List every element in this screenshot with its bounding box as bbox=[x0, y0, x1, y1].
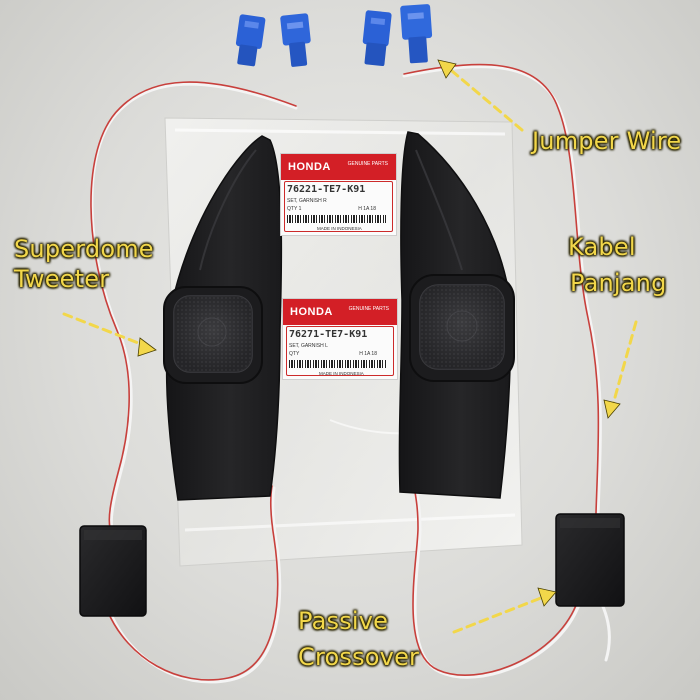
label-qty: QTY bbox=[289, 351, 300, 357]
left-long-wire-white bbox=[90, 82, 298, 532]
connector-4 bbox=[400, 4, 433, 64]
label-part-number: 76271-TE7-K91 bbox=[289, 329, 368, 340]
label-qty: QTY 1 bbox=[287, 206, 302, 212]
blue-connectors bbox=[235, 4, 433, 67]
right-pod-wire-red bbox=[412, 485, 579, 676]
callout-kabel-line1: Kabel bbox=[568, 233, 636, 261]
honda-label-left: HONDA GENUINE PARTS 76271-TE7-K91 SET, G… bbox=[282, 298, 398, 380]
label-made-in: MADE IN INDONESIA bbox=[317, 226, 362, 231]
honda-label-right: HONDA GENUINE PARTS 76221-TE7-K91 SET, G… bbox=[280, 153, 397, 236]
connector-3 bbox=[362, 10, 392, 67]
callout-passive-line2: Crossover bbox=[298, 643, 420, 671]
connector-2 bbox=[280, 13, 311, 67]
right-long-wire-white bbox=[402, 65, 602, 517]
label-description: SET, GARNISH R bbox=[287, 198, 327, 204]
callout-superdome-line1: Superdome bbox=[14, 235, 154, 263]
callout-kabel-panjang: Kabel Panjang bbox=[568, 232, 666, 297]
label-code: H 1A 18 bbox=[358, 206, 376, 212]
label-part-number: 76221-TE7-K91 bbox=[287, 184, 366, 195]
left-tweeter-pod bbox=[163, 135, 283, 501]
label-barcode bbox=[289, 360, 387, 368]
right-long-wire-red bbox=[403, 63, 600, 514]
label-brand: HONDA bbox=[290, 306, 333, 318]
right-crossover bbox=[555, 513, 625, 607]
wires bbox=[90, 63, 611, 684]
label-barcode bbox=[287, 215, 386, 223]
right-pod-wire-white bbox=[413, 486, 582, 679]
label-sub: GENUINE PARTS bbox=[347, 161, 388, 167]
callout-jumper-wire: Jumper Wire bbox=[532, 126, 681, 156]
label-description: SET, GARNISH L bbox=[289, 343, 328, 349]
label-header bbox=[283, 299, 397, 325]
connector-1 bbox=[235, 14, 266, 67]
arrow-passive bbox=[452, 594, 548, 634]
arrow-superdome bbox=[62, 312, 148, 348]
label-header bbox=[281, 154, 396, 180]
callout-kabel-line2: Panjang bbox=[570, 269, 667, 297]
callout-arrowheads bbox=[137, 59, 621, 607]
label-sub: GENUINE PARTS bbox=[348, 306, 389, 312]
arrow-jumper bbox=[444, 64, 524, 132]
callout-passive-crossover: Passive Crossover bbox=[298, 603, 419, 675]
left-pod-wire-red bbox=[107, 485, 279, 681]
arrow-kabel bbox=[610, 320, 638, 410]
callout-superdome-tweeter: Superdome Tweeter bbox=[14, 234, 154, 294]
left-long-wire-red bbox=[90, 81, 297, 529]
right-tweeter-pod bbox=[398, 131, 515, 499]
callout-passive-line1: Passive bbox=[298, 607, 389, 635]
label-brand: HONDA bbox=[288, 161, 331, 173]
left-crossover bbox=[79, 525, 147, 617]
label-frame bbox=[286, 326, 394, 376]
label-made-in: MADE IN INDONESIA bbox=[319, 371, 364, 376]
callout-jumper-text: Jumper Wire bbox=[532, 127, 682, 155]
label-code: H 1A 18 bbox=[359, 351, 377, 357]
callout-arrows bbox=[62, 64, 638, 634]
label-frame bbox=[284, 181, 393, 232]
callout-superdome-line2: Tweeter bbox=[14, 265, 110, 293]
